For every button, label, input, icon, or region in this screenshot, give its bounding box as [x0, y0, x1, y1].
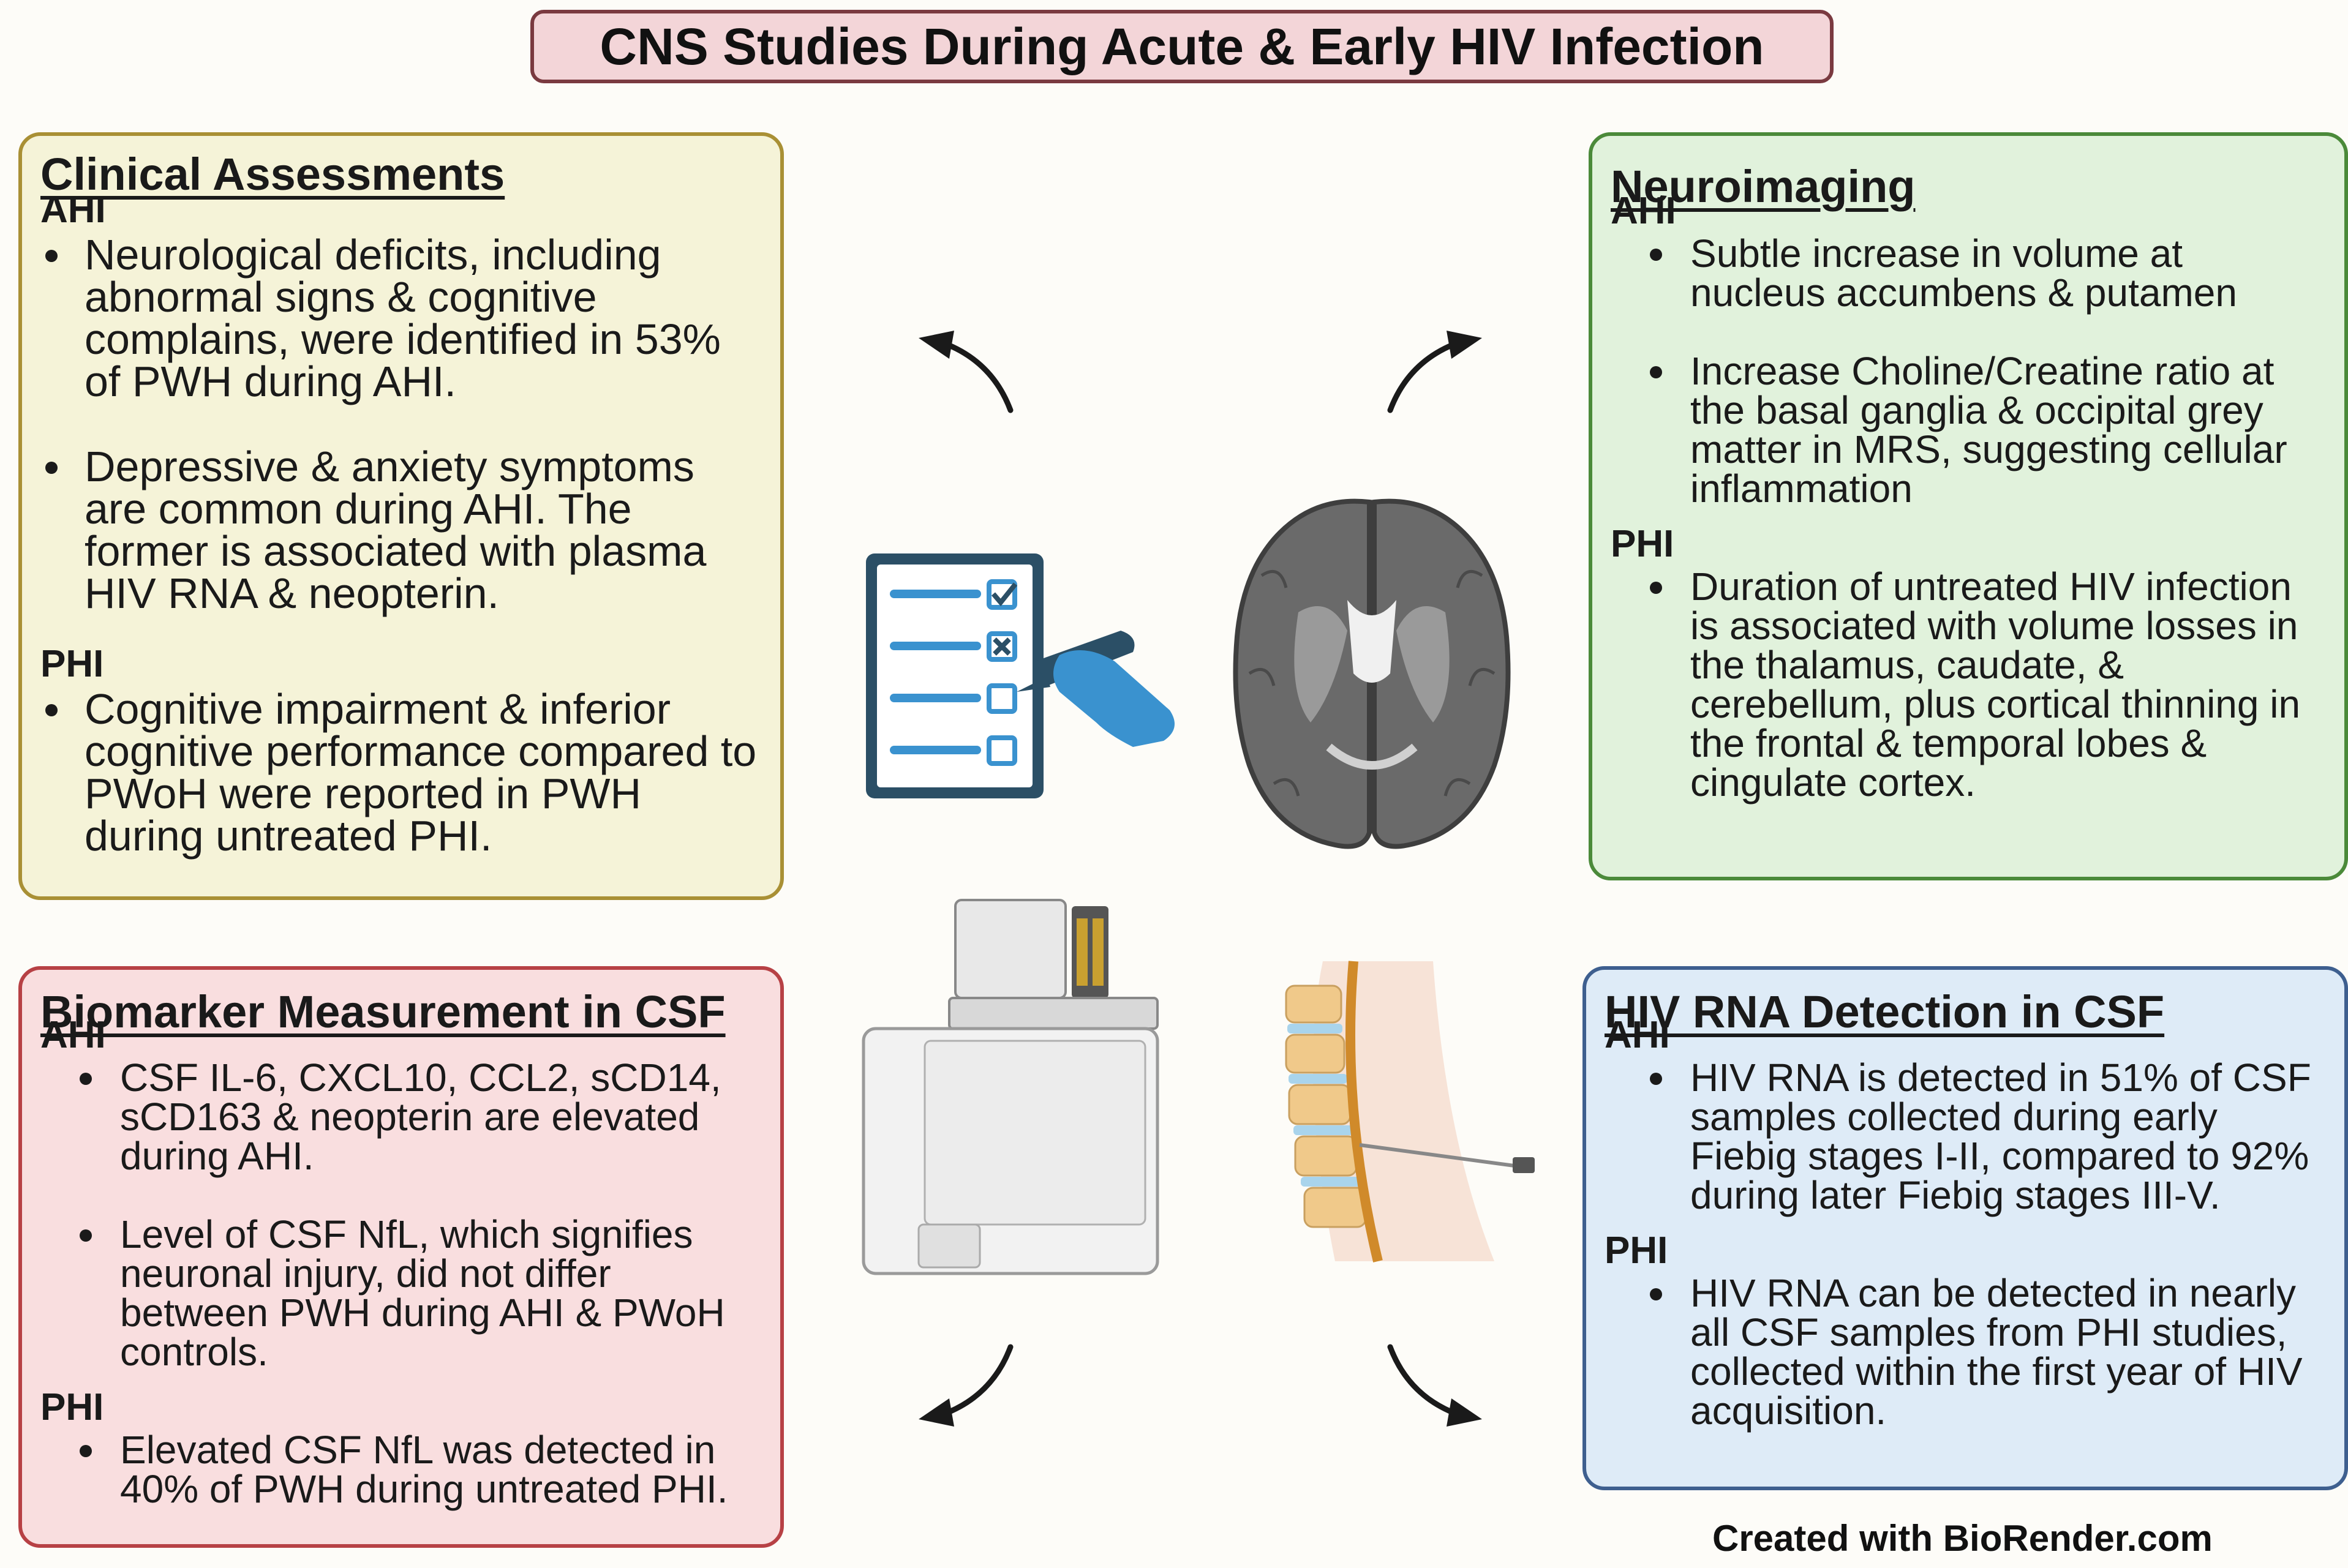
rna-phi-label: PHI — [1605, 1229, 1668, 1272]
arrow-icon — [919, 1344, 1014, 1427]
rna-ahi-label: AHI — [1605, 1014, 1670, 1056]
spine-lumbar-puncture-icon — [1285, 961, 1535, 1262]
neuro-ahi-item-2: Increase Choline/Creatine ratio at the b… — [1650, 351, 2326, 508]
biomarker-heading: Biomarker Measurement in CSF — [40, 986, 726, 1037]
arrow-icon — [919, 331, 1014, 413]
arrow-icon — [1387, 331, 1482, 413]
credit-text: Created with BioRender.com — [1712, 1518, 2213, 1559]
arrow-icon — [1387, 1344, 1482, 1427]
clinical-phi-list: Cognitive impairment & inferior cognitiv… — [45, 688, 762, 857]
clinical-phi-label: PHI — [40, 643, 104, 685]
rna-phi-list: HIV RNA can be detected in nearly all CS… — [1650, 1274, 2326, 1430]
clinical-ahi-item-2: Depressive & anxiety symptoms are common… — [45, 445, 762, 615]
neuro-ahi-item-1: Subtle increase in volume at nucleus acc… — [1650, 234, 2326, 312]
clinical-assessments-panel: Clinical Assessments AHI Neurological de… — [18, 132, 784, 900]
biomarker-ahi-list: CSF IL-6, CXCL10, CCL2, sCD14, sCD163 & … — [80, 1058, 762, 1371]
biomarker-phi-list: Elevated CSF NfL was detected in 40% of … — [80, 1430, 762, 1509]
neuro-phi-list: Duration of untreated HIV infection is a… — [1650, 567, 2326, 802]
clinical-phi-item-1: Cognitive impairment & inferior cognitiv… — [45, 688, 762, 857]
biomarker-panel: Biomarker Measurement in CSF AHI CSF IL-… — [18, 966, 784, 1548]
biomarker-ahi-item-2: Level of CSF NfL, which signifies neuron… — [80, 1215, 762, 1371]
neuroimaging-panel: Neuroimaging AHI Subtle increase in volu… — [1589, 132, 2348, 880]
rna-phi-item-1: HIV RNA can be detected in nearly all CS… — [1650, 1274, 2326, 1430]
rna-heading: HIV RNA Detection in CSF — [1605, 986, 2165, 1037]
biomarker-ahi-label: AHI — [40, 1014, 106, 1056]
clinical-ahi-label: AHI — [40, 189, 106, 231]
neuro-phi-label: PHI — [1611, 523, 1674, 565]
checklist-icon — [866, 553, 1175, 798]
brain-icon — [1233, 498, 1511, 849]
clinical-ahi-list: Neurological deficits, including abnorma… — [45, 233, 762, 615]
neuro-ahi-list: Subtle increase in volume at nucleus acc… — [1650, 234, 2326, 508]
page-title: CNS Studies During Acute & Early HIV Inf… — [530, 10, 1834, 83]
biomarker-phi-label: PHI — [40, 1386, 104, 1428]
neuro-phi-item-1: Duration of untreated HIV infection is a… — [1650, 567, 2326, 802]
biomarker-phi-item-1: Elevated CSF NfL was detected in 40% of … — [80, 1430, 762, 1509]
rna-ahi-item-1: HIV RNA is detected in 51% of CSF sample… — [1650, 1058, 2326, 1215]
clinical-ahi-item-1: Neurological deficits, including abnorma… — [45, 233, 762, 403]
neuro-heading: Neuroimaging — [1611, 161, 1916, 212]
biomarker-ahi-item-1: CSF IL-6, CXCL10, CCL2, sCD14, sCD163 & … — [80, 1058, 762, 1176]
neuro-ahi-label: AHI — [1611, 190, 1676, 232]
clinical-heading: Clinical Assessments — [40, 149, 505, 200]
lab-analyzer-icon — [862, 899, 1159, 1275]
rna-ahi-list: HIV RNA is detected in 51% of CSF sample… — [1650, 1058, 2326, 1215]
hiv-rna-panel: HIV RNA Detection in CSF AHI HIV RNA is … — [1582, 966, 2348, 1490]
